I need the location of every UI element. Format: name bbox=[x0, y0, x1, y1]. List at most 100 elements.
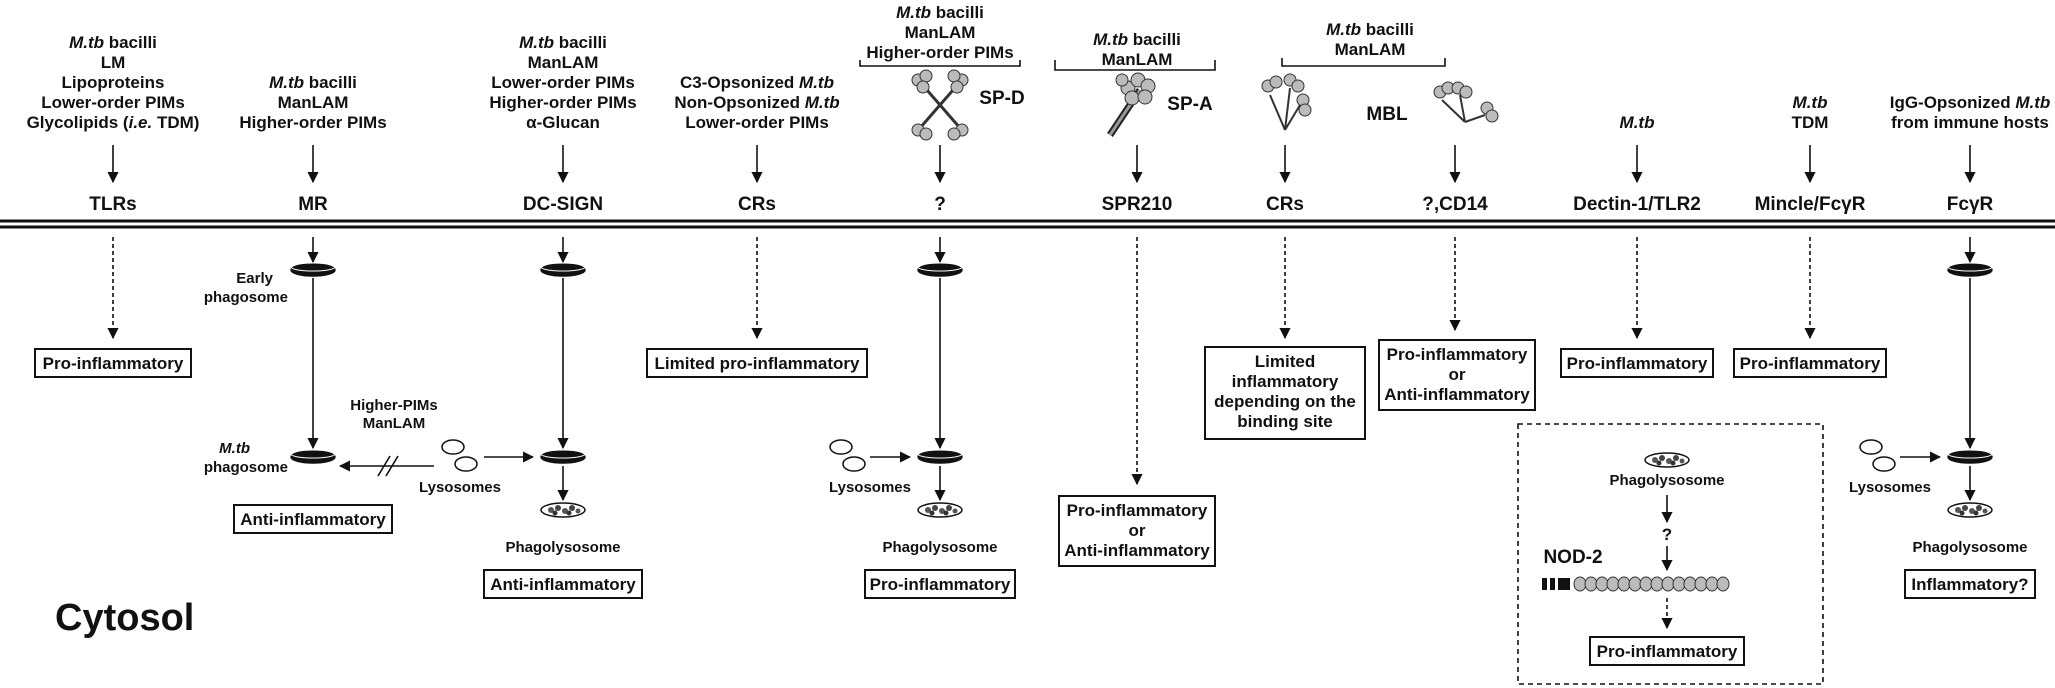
svg-text:Higher-order PIMs: Higher-order PIMs bbox=[866, 43, 1013, 62]
outcome-cd14-line1: Pro-inflammatory bbox=[1387, 345, 1528, 364]
receptor-dectin: Dectin-1/TLR2 bbox=[1573, 194, 1701, 215]
svg-text:ManLAM: ManLAM bbox=[905, 23, 976, 42]
outcome-cd14-line3: Anti-inflammatory bbox=[1384, 385, 1530, 404]
phagolysosome-icon bbox=[917, 502, 963, 518]
nod2-label: NOD-2 bbox=[1543, 547, 1602, 568]
svg-text:M.tb: M.tb bbox=[219, 440, 250, 457]
ligands-spd: M.tb bacilli ManLAM Higher-order PIMs bbox=[866, 3, 1013, 62]
outcome-box-mr bbox=[233, 504, 393, 534]
lysosome-icon bbox=[1859, 439, 1883, 455]
phagosome-icon bbox=[540, 449, 586, 464]
svg-text:M.tb bacilli: M.tb bacilli bbox=[1326, 20, 1414, 39]
lrr-bead bbox=[1639, 576, 1653, 592]
svg-text:Higher-order PIMs: Higher-order PIMs bbox=[239, 113, 386, 132]
outcome-box-dectin bbox=[1560, 348, 1714, 378]
lrr-bead bbox=[1617, 576, 1631, 592]
sp-a-icon bbox=[1107, 72, 1156, 137]
lysosome-icon bbox=[829, 439, 853, 455]
ligand-dectin: M.tb bbox=[1620, 113, 1655, 132]
receptor-dcsign: DC-SIGN bbox=[523, 194, 603, 215]
outcome-tlrs: Pro-inflammatory bbox=[43, 354, 184, 373]
outcome-box-fcgr bbox=[1904, 569, 2036, 599]
phagolysosome-icon bbox=[540, 502, 586, 518]
lysosome-icon bbox=[454, 456, 478, 472]
receptor-crs1: CRs bbox=[738, 194, 776, 215]
outcome-crs2-line4: binding site bbox=[1237, 412, 1332, 431]
lrr-bead bbox=[1606, 576, 1620, 592]
outcome-box-crs1 bbox=[646, 348, 868, 378]
ligands-mbl: M.tb bacilli ManLAM bbox=[1326, 20, 1414, 59]
collectin-mbl: MBL bbox=[1366, 104, 1408, 125]
svg-text:Phagolysosome: Phagolysosome bbox=[1912, 539, 2027, 556]
svg-text:Lipoproteins: Lipoproteins bbox=[62, 73, 165, 92]
ligands-tlrs: M.tb bacilli LM Lipoproteins Lower-order… bbox=[27, 33, 200, 132]
svg-text:IgG-Opsonized M.tb: IgG-Opsonized M.tb bbox=[1890, 93, 2051, 112]
lysosome-icon bbox=[1872, 456, 1896, 472]
cytosol-label: Cytosol bbox=[55, 597, 194, 639]
svg-text:Lower-order PIMs: Lower-order PIMs bbox=[685, 113, 829, 132]
svg-text:ManLAM: ManLAM bbox=[278, 93, 349, 112]
outcome-spr210-line2: or bbox=[1129, 521, 1146, 540]
svg-text:ManLAM: ManLAM bbox=[363, 415, 426, 432]
receptor-crs2: CRs bbox=[1266, 194, 1304, 215]
ligands-mincle: M.tb TDM bbox=[1792, 93, 1829, 132]
svg-text:Early: Early bbox=[236, 270, 273, 287]
svg-text:α-Glucan: α-Glucan bbox=[526, 113, 600, 132]
collectin-spa: SP-A bbox=[1167, 94, 1213, 115]
svg-text:phagosome: phagosome bbox=[204, 289, 288, 306]
svg-text:Non-Opsonized M.tb: Non-Opsonized M.tb bbox=[674, 93, 839, 112]
svg-text:C3-Opsonized M.tb: C3-Opsonized M.tb bbox=[680, 73, 834, 92]
phagosome-icon bbox=[917, 449, 963, 464]
outcome-crs1: Limited pro-inflammatory bbox=[655, 354, 861, 373]
sp-d-icon bbox=[911, 69, 969, 141]
mtb-phagosome-icon bbox=[290, 449, 336, 464]
phagosome-icon bbox=[917, 262, 963, 277]
outcome-crs2-line2: inflammatory bbox=[1232, 372, 1339, 391]
outcome-box-cd14 bbox=[1378, 339, 1536, 411]
receptor-mr: MR bbox=[298, 194, 328, 215]
outcome-dectin: Pro-inflammatory bbox=[1567, 354, 1708, 373]
svg-text:Higher-PIMs: Higher-PIMs bbox=[350, 397, 438, 414]
nod2-lrr-icon bbox=[1573, 576, 1730, 592]
svg-text:M.tb bacilli: M.tb bacilli bbox=[519, 33, 607, 52]
phagosome-icon bbox=[1947, 449, 1993, 464]
receptor-mincle: Mincle/FcγR bbox=[1755, 194, 1866, 215]
svg-text:Lysosomes: Lysosomes bbox=[419, 479, 501, 496]
outcome-box-spd bbox=[864, 569, 1016, 599]
nod2-protein-icon bbox=[1542, 578, 1570, 590]
phagolysosome-icon bbox=[1947, 502, 1993, 518]
outcome-mincle: Pro-inflammatory bbox=[1740, 354, 1881, 373]
svg-text:ManLAM: ManLAM bbox=[1335, 40, 1406, 59]
receptor-spr210: SPR210 bbox=[1102, 194, 1173, 215]
outcome-mr: Anti-inflammatory bbox=[240, 510, 386, 529]
lrr-bead bbox=[1683, 576, 1697, 592]
mbl-crs-icon bbox=[1261, 73, 1312, 131]
outcome-nod2: Pro-inflammatory bbox=[1597, 642, 1738, 661]
lrr-bead bbox=[1595, 576, 1609, 592]
receptor-tlrs: TLRs bbox=[89, 194, 137, 215]
receptor-fcgr: FcγR bbox=[1947, 194, 1994, 215]
lrr-bead bbox=[1661, 576, 1675, 592]
svg-text:Phagolysosome: Phagolysosome bbox=[882, 539, 997, 556]
outcome-box-mincle bbox=[1733, 348, 1887, 378]
receptor-unknown-cd14: ?,CD14 bbox=[1422, 194, 1488, 215]
svg-text:Lower-order PIMs: Lower-order PIMs bbox=[41, 93, 185, 112]
svg-text:M.tb bacilli: M.tb bacilli bbox=[1093, 30, 1181, 49]
outcome-box-dcsign bbox=[483, 569, 643, 599]
svg-text:M.tb bacilli: M.tb bacilli bbox=[896, 3, 984, 22]
svg-text:LM: LM bbox=[101, 53, 126, 72]
svg-text:Glycolipids (i.e. TDM): Glycolipids (i.e. TDM) bbox=[27, 113, 200, 132]
ligands-fcgr: IgG-Opsonized M.tb from immune hosts bbox=[1890, 93, 2051, 132]
lysosome-icon bbox=[441, 439, 465, 455]
svg-text:ManLAM: ManLAM bbox=[1102, 50, 1173, 69]
outcome-box-nod2 bbox=[1589, 636, 1745, 666]
svg-text:M.tb bacilli: M.tb bacilli bbox=[69, 33, 157, 52]
outcome-crs2-line3: depending on the bbox=[1214, 392, 1356, 411]
lrr-bead bbox=[1716, 576, 1730, 592]
outcome-box-crs2 bbox=[1204, 346, 1366, 440]
outcome-fcgr: Inflammatory? bbox=[1911, 575, 2028, 594]
lrr-bead bbox=[1628, 576, 1642, 592]
svg-text:TDM: TDM bbox=[1792, 113, 1829, 132]
receptor-unknown-spd: ? bbox=[934, 194, 946, 215]
